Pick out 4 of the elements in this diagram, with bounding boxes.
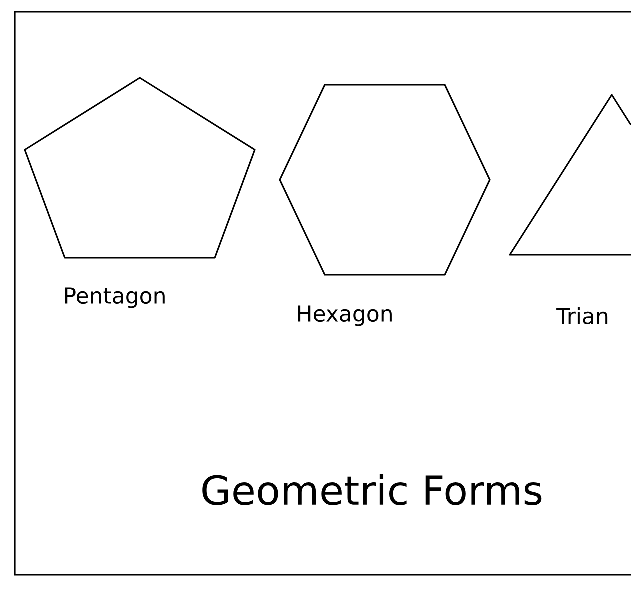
shape-label: Hexagon: [298, 306, 392, 326]
shape-label: Pentagon: [65, 288, 165, 308]
shape-label: Trian: [556, 308, 608, 325]
title: Geometric Forms: [202, 474, 542, 506]
